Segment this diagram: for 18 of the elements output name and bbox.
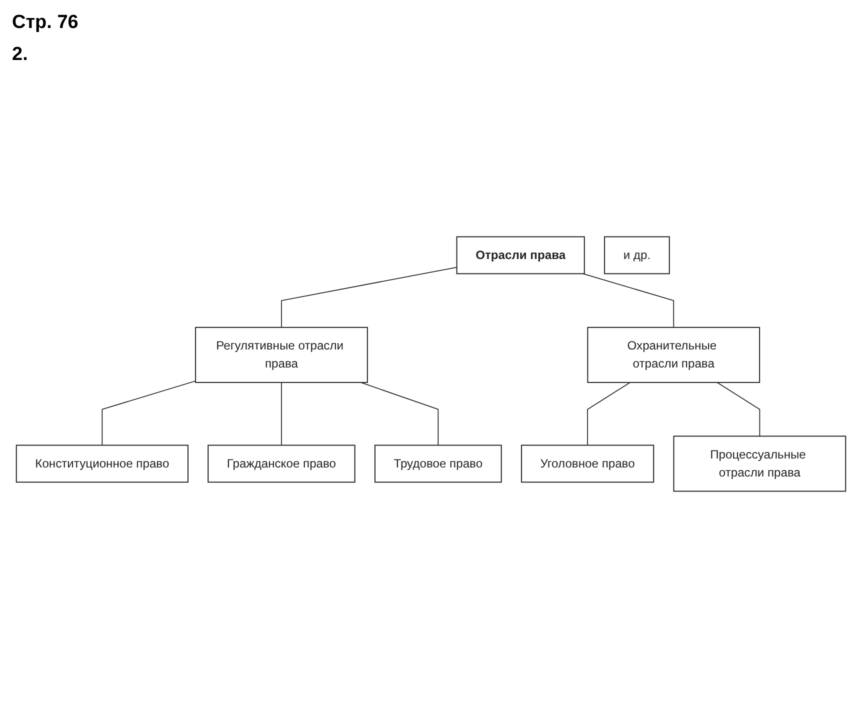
connector bbox=[587, 382, 630, 446]
connector bbox=[582, 273, 674, 328]
connector bbox=[281, 382, 282, 446]
node-box: Конституционное право bbox=[16, 444, 188, 483]
node-box: и др. bbox=[604, 236, 670, 274]
page-label: Стр. 76 bbox=[12, 12, 80, 34]
connector bbox=[102, 380, 196, 446]
node-box: Отрасли права bbox=[456, 236, 585, 274]
node-box: Трудовое право bbox=[374, 444, 502, 483]
page-label: 2. bbox=[12, 44, 29, 66]
node-box: Гражданское право bbox=[208, 444, 356, 483]
connector bbox=[281, 266, 458, 328]
node-box: Уголовное право bbox=[520, 444, 654, 483]
node-box: Процессуальные отрасли права bbox=[673, 436, 846, 492]
node-box: Регулятивные отрасли права bbox=[195, 326, 368, 383]
node-box: Охранительные отрасли права bbox=[587, 326, 760, 383]
connector bbox=[360, 382, 439, 446]
connector bbox=[716, 382, 760, 437]
